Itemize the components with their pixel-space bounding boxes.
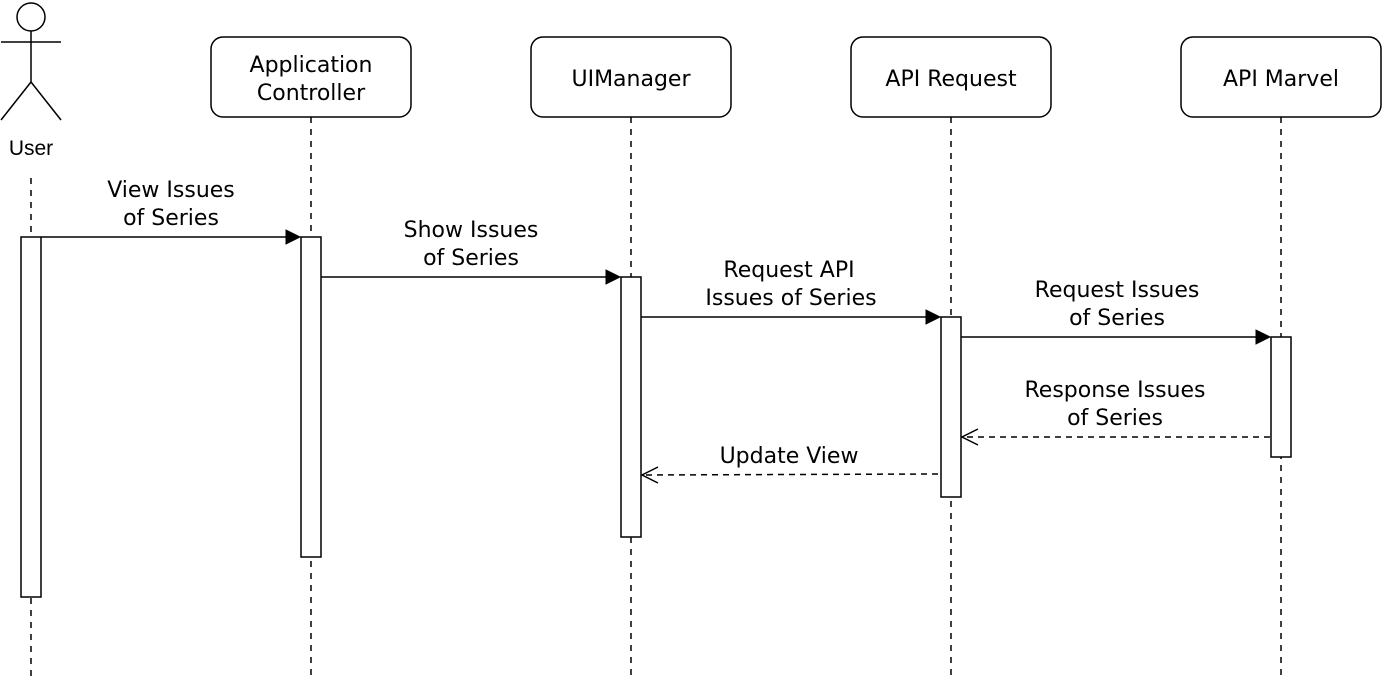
message-response-issues: Response Issues of Series: [960, 378, 1270, 446]
arrowhead-filled-icon: [925, 309, 942, 325]
message-update-view: Update View: [640, 444, 939, 484]
participant-label-line: Application: [250, 53, 373, 78]
message-label-line: Request API: [723, 258, 854, 283]
message-show-issues: Show Issues of Series: [321, 218, 622, 285]
activation-user: [20, 236, 42, 598]
activation-api-request: [940, 316, 962, 498]
arrowhead-filled-icon: [1255, 329, 1272, 345]
actor-user: User: [0, 2, 62, 160]
arrowhead-filled-icon: [605, 269, 622, 285]
activation-uimanager: [620, 276, 642, 538]
message-label-line: of Series: [423, 246, 519, 271]
activation-application-controller: [300, 236, 322, 558]
message-label-line: Show Issues: [404, 218, 539, 243]
message-label-line: of Series: [123, 206, 219, 231]
message-label-line: Request Issues: [1035, 278, 1200, 303]
arrowhead-open-icon: [640, 466, 659, 484]
activation-api-marvel: [1270, 336, 1292, 458]
participant-label-line: API Request: [885, 67, 1017, 92]
arrowhead-filled-icon: [285, 229, 302, 245]
participant-label-line: UIManager: [571, 67, 691, 92]
actor-user-label: User: [9, 137, 53, 160]
message-request-issues: Request Issues of Series: [961, 278, 1272, 345]
message-request-api: Request API Issues of Series: [641, 258, 942, 325]
participant-application-controller: Application Controller: [210, 36, 412, 118]
arrowhead-open-icon: [960, 428, 979, 446]
message-view-issues: View Issues of Series: [41, 178, 302, 245]
participant-label-line: API Marvel: [1223, 67, 1339, 92]
participant-label-line: Controller: [257, 81, 366, 106]
message-label-line: Update View: [720, 444, 859, 469]
message-label-line: Response Issues: [1024, 378, 1205, 403]
participant-api-marvel: API Marvel: [1180, 36, 1382, 118]
message-label-line: of Series: [1067, 406, 1163, 431]
message-label-line: View Issues: [107, 178, 235, 203]
participant-api-request: API Request: [850, 36, 1052, 118]
participant-uimanager: UIManager: [530, 36, 732, 118]
stick-figure-icon: [0, 2, 62, 121]
message-label-line: of Series: [1069, 306, 1165, 331]
message-label-line: Issues of Series: [705, 286, 876, 311]
